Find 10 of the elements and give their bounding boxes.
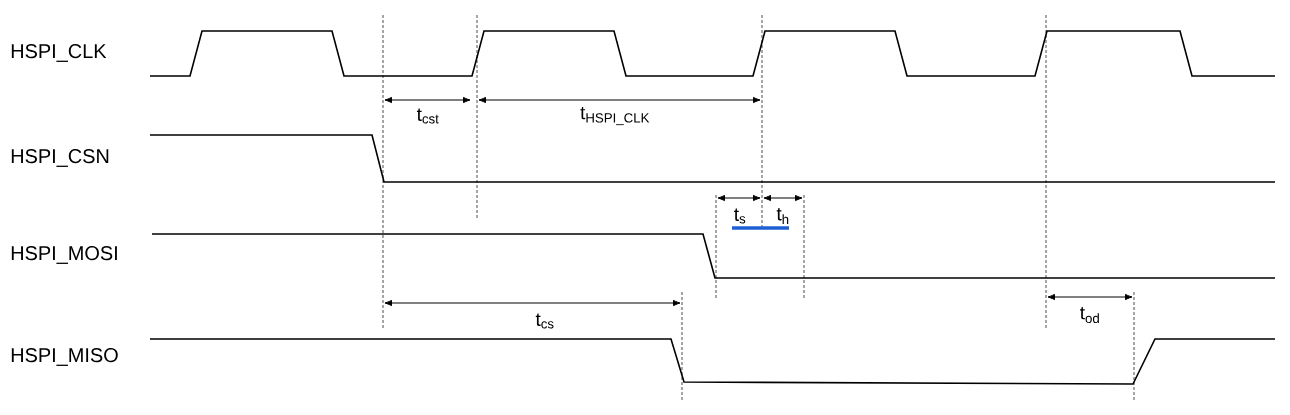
timing-label: t$_{h}$	[776, 208, 789, 224]
signal-name: HSPI_MOSI	[11, 246, 117, 264]
signal-name: HSPI_CLK	[11, 44, 107, 62]
signal-name: HSPI_CSN	[11, 149, 109, 167]
timing-label: t$_{cs}$	[535, 313, 554, 329]
signal-name: HSPI_MISO	[11, 348, 118, 366]
timing-label: t$_{HSPI_CLK}$	[580, 106, 650, 126]
timing-label: t$_{s}$	[734, 208, 746, 224]
timing-label: t$_{od}$	[1080, 307, 1099, 323]
timing-label: t$_{cst}$	[416, 108, 439, 124]
